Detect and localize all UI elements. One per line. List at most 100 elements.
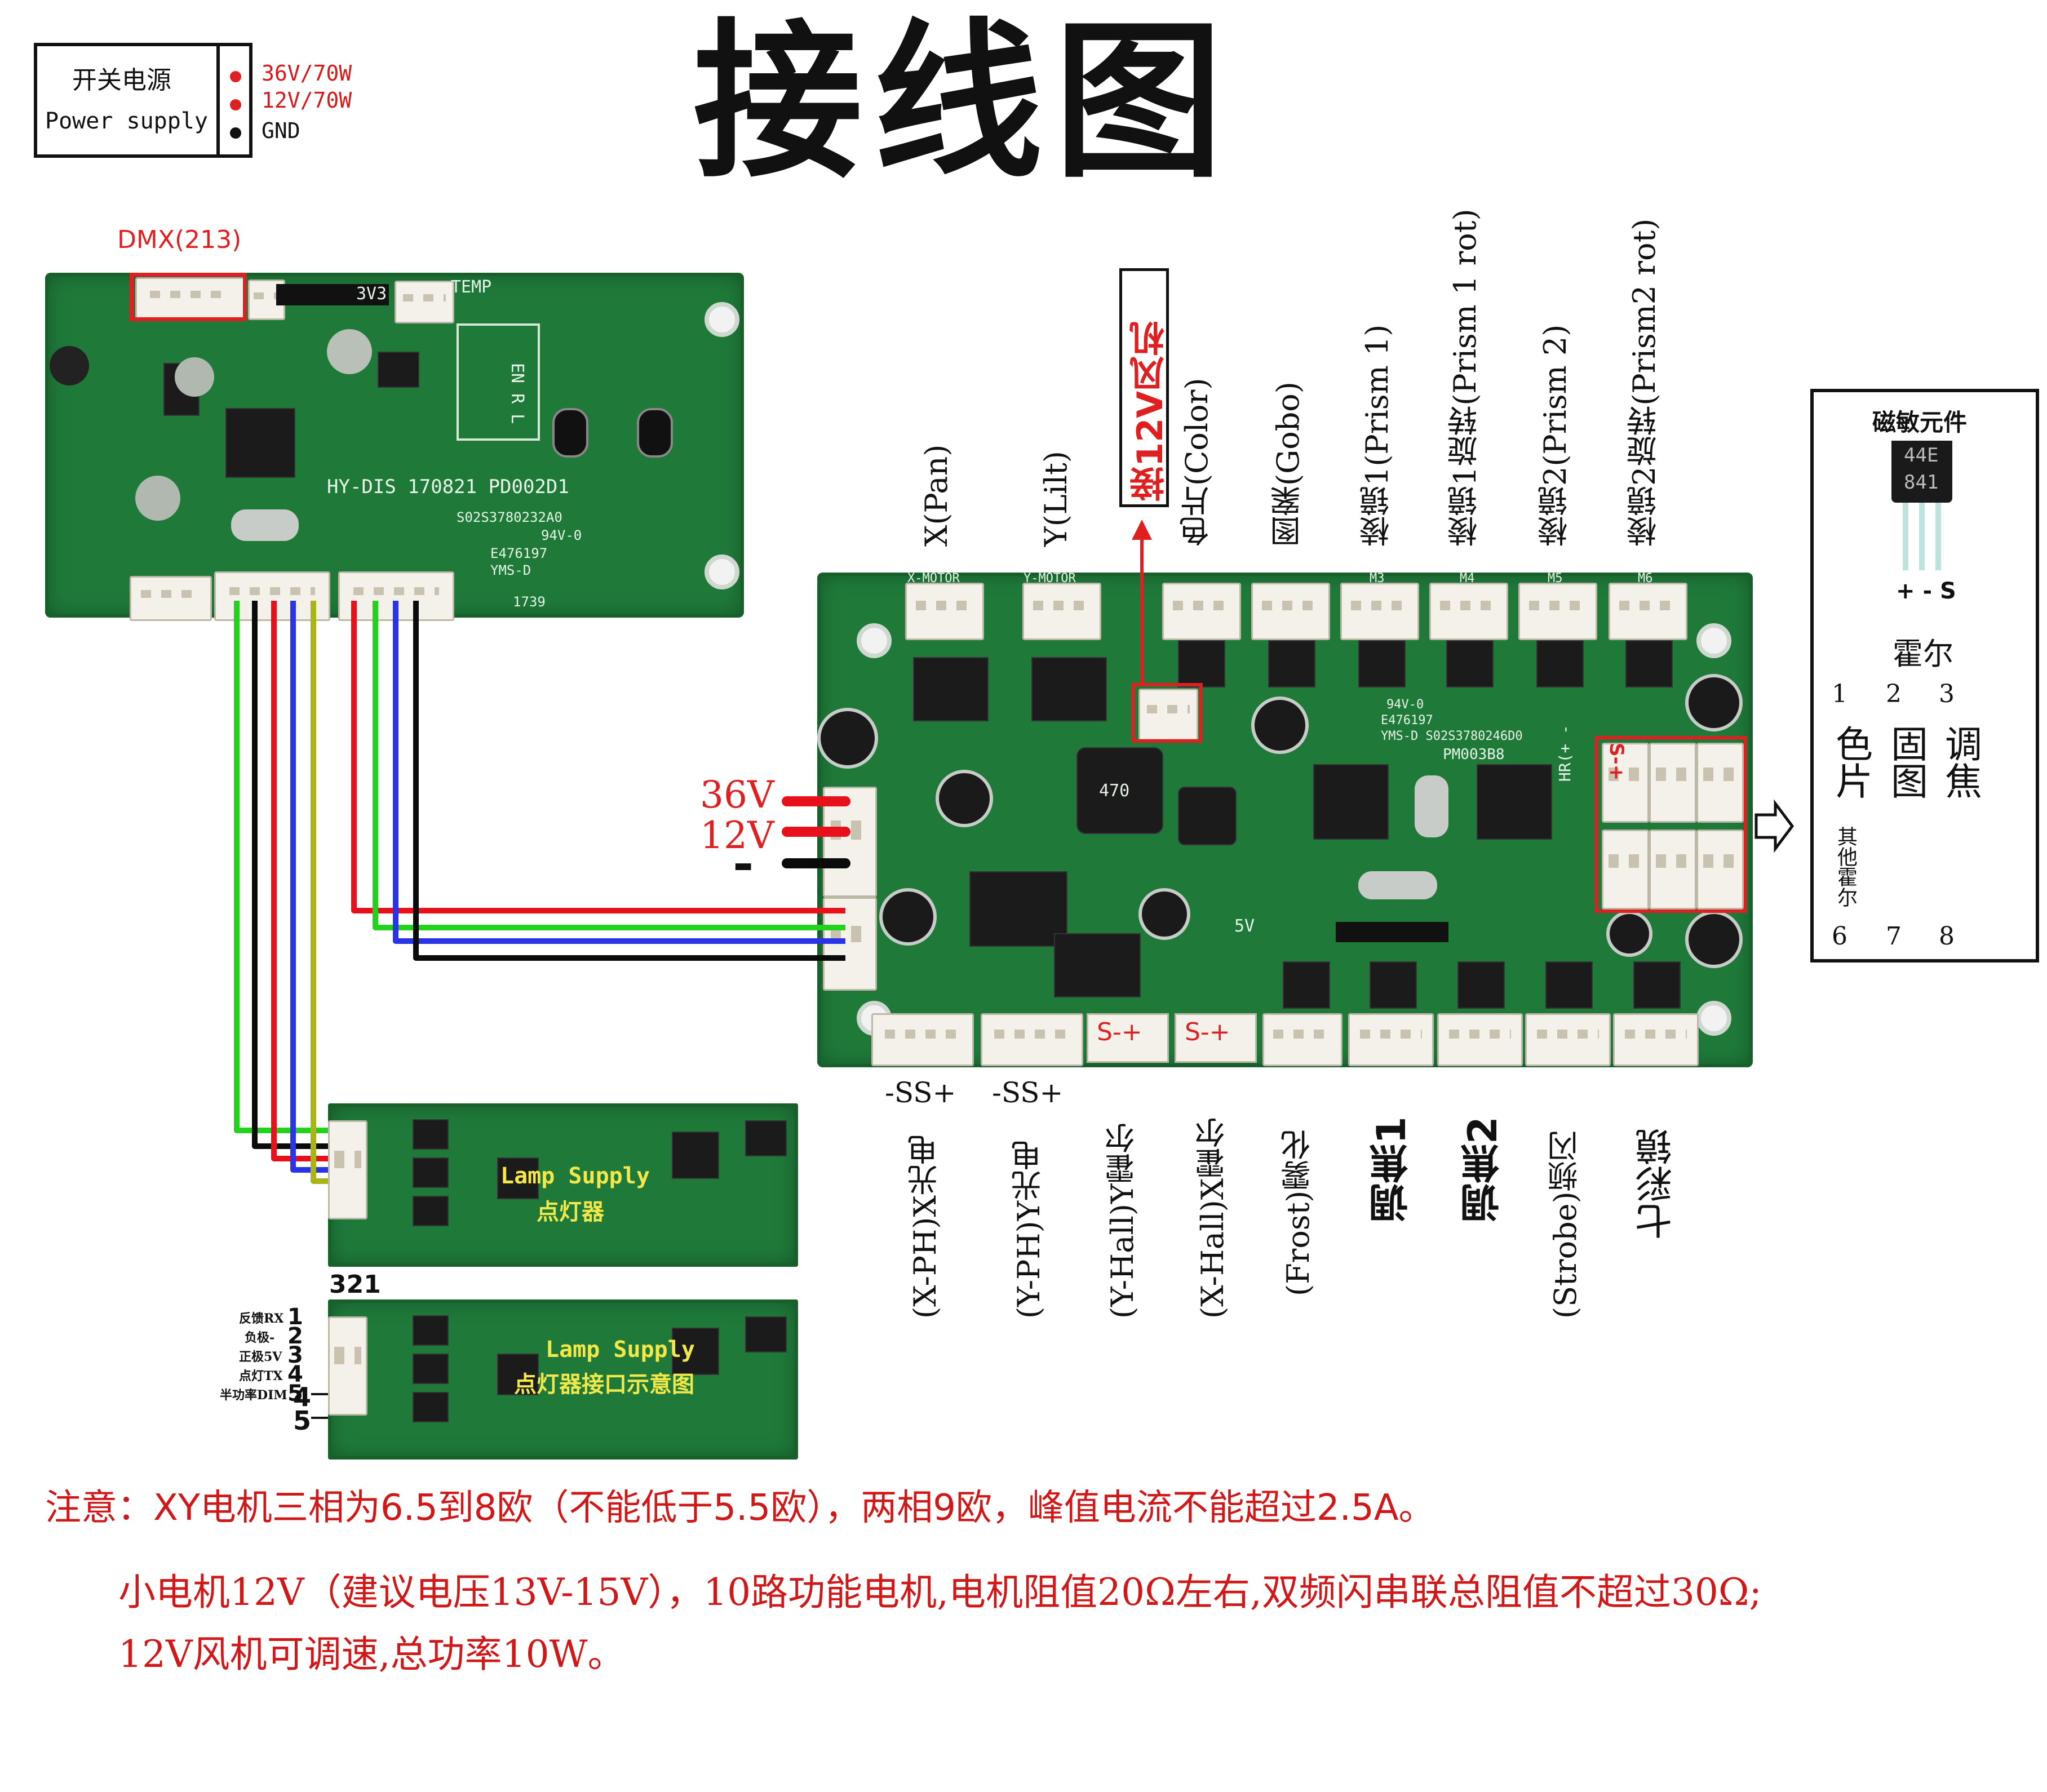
hall-chip-line-2: 841 [1904, 471, 1939, 494]
main-board-text-5v: 5V [1234, 916, 1255, 936]
dmx-speaker [50, 346, 89, 385]
dmx-board-text-date: 1739 [513, 594, 546, 610]
connector-fan [1138, 689, 1198, 740]
lamp-supply-board-2: Lamp Supply 点灯器接口示意图 [328, 1299, 798, 1460]
dmx-board-text-id: HY-DIS 170821 PD002D1 [327, 476, 569, 498]
label-frost: (Frost)雾化 [1281, 1129, 1316, 1296]
lamp-pin-5-name: 半功率DIM [220, 1388, 287, 1403]
label-x-pan: X(Pan) [919, 444, 954, 547]
connector-x-hall [1175, 1013, 1257, 1063]
connector-strobe [1525, 1013, 1611, 1066]
lamp-pin-1-num: 1 [287, 1304, 303, 1330]
fan-arrow-head [1132, 520, 1152, 540]
power-output-12v: 12V/70W [262, 88, 352, 113]
hall-other-label: 其他霍尔 [1834, 826, 1857, 907]
lamp-pin-3-num: 3 [287, 1342, 303, 1368]
hall-connector-mark: S-+ [1605, 743, 1628, 781]
lamp-pin-3-name: 正极5V [239, 1350, 282, 1364]
power-supply-box: 开关电源 Power supply [34, 43, 252, 158]
lamp-pin-5-num: 5 [287, 1381, 303, 1407]
wire-olive-lamp [311, 601, 333, 1184]
connector-m3 [1340, 583, 1419, 640]
wire-green-lamp [234, 601, 333, 1133]
wire-blue-lamp [290, 601, 333, 1173]
hall-arrow-icon [1754, 799, 1795, 853]
inductor [1076, 747, 1163, 834]
lamp-pin-1-name: 反馈RX [239, 1311, 284, 1326]
fan-label-box [1119, 268, 1169, 507]
dmx-label: DMX(213) [117, 225, 242, 254]
lamp-1-text-cn: 点灯器 [537, 1199, 604, 1225]
main-board-text-cert: E476197 [1381, 713, 1433, 728]
dmx-board-text-3v3: 3V3 [356, 284, 387, 304]
output-dot-36v [230, 71, 241, 82]
connector-m4 [1429, 583, 1508, 640]
hall-sensor-box: 磁敏元件 44E 841 + - S 霍尔 1 2 3 色片 固图 调焦 其他霍… [1810, 389, 2039, 962]
hall-connector-2 [1649, 743, 1696, 823]
connector-m2 [1251, 583, 1330, 640]
lamp-2-text-en: Lamp Supply [546, 1337, 695, 1363]
main-board-text-model: PM003B8 [1443, 746, 1505, 763]
label-prism-1-rot: 棱镜1旋转(Prism 1 rot) [1447, 209, 1483, 547]
connector-focus-2 [1437, 1013, 1523, 1066]
wire-red-signal [351, 601, 845, 913]
page-title: 接线图 [693, 2, 1234, 201]
lamp-pins-top: 321 [329, 1270, 381, 1299]
connector-x-hall-mark: S-+ [1185, 1018, 1230, 1046]
lamp-pin-2-num: 2 [287, 1323, 303, 1349]
main-board-text-rating: 94V-0 [1386, 698, 1424, 712]
main-board-text-serial: YMS-D S02S3780246D0 [1381, 729, 1523, 743]
hall-label: 霍尔 [1893, 636, 1953, 672]
hall-connector-3 [1696, 743, 1744, 823]
label-36v: 36V [700, 773, 774, 817]
connector-y-hall-mark: S-+ [1097, 1018, 1142, 1046]
wire-black-signal [413, 601, 845, 961]
dmx-board-text-en: EN R L [507, 363, 527, 424]
hall-pin-3: 3 [1939, 680, 1955, 708]
connector-m5 [1518, 583, 1597, 640]
hall-connector-8 [1696, 830, 1744, 910]
lamp-connector-2 [328, 1316, 367, 1416]
power-supply-label-cn: 开关电源 [72, 66, 171, 95]
label-x-hall: (X-Hall)X霍尔 [1195, 1117, 1230, 1319]
label-y-ph: (Y-PH)Y光电 [1011, 1139, 1047, 1319]
connector-y-ph [981, 1013, 1083, 1066]
dmx-board-text-temp: TEMP [451, 277, 492, 297]
label-x-ph: (X-PH)X光电 [907, 1134, 943, 1319]
hall-sensor-title: 磁敏元件 [1872, 409, 1968, 436]
lamp-pin-4-name: 点灯TX [239, 1369, 283, 1383]
connector-frost [1262, 1013, 1342, 1066]
label-prism-2-rot: 棱镜2旋转(Prism2 rot) [1627, 218, 1662, 547]
wire-black-lamp [252, 601, 333, 1149]
hall-pin-7: 7 [1886, 922, 1902, 951]
hall-connector-1 [1602, 743, 1649, 823]
output-dot-12v [230, 99, 241, 110]
main-board-text-x-motor: X-MOTOR [907, 571, 960, 585]
wire-green-signal [373, 601, 845, 930]
label-12v: 12V [700, 814, 774, 857]
label-y-hall: (Y-Hall)Y霍尔 [1105, 1123, 1140, 1319]
label-strobe: (Strobe)频闪 [1548, 1130, 1583, 1319]
label-y-lilt: Y(Lilt) [1038, 451, 1074, 547]
hall-pin-6: 6 [1832, 922, 1847, 951]
connector-rainbow [1613, 1013, 1699, 1066]
hall-col-focus: 调焦 [1939, 725, 1982, 799]
wire-blue-signal [393, 601, 845, 944]
note-line-1: 注意：XY电机三相为6.5到8欧（不能低于5.5欧），两相9欧，峰值电流不能超过… [45, 1487, 1435, 1529]
ss-label-y: -SS+ [992, 1076, 1064, 1109]
lamp-2-text-cn: 点灯器接口示意图 [514, 1372, 694, 1398]
connector-x-ph [871, 1013, 974, 1066]
connector-m1 [1162, 583, 1241, 640]
main-board-text-m5: M5 [1548, 571, 1563, 585]
hall-col-gobo: 固图 [1885, 725, 1928, 799]
hall-pin-1: 1 [1832, 680, 1847, 708]
label-rainbow: 七彩镜 [1635, 1128, 1678, 1240]
hall-pins-label: + - S [1896, 578, 1956, 604]
main-mcu-1 [1313, 764, 1389, 840]
label-focus-1: 调焦1 [1368, 1116, 1415, 1223]
dmx-board-text-rating: 94V-0 [541, 527, 582, 543]
hall-connector-7 [1649, 830, 1696, 910]
note-line-2: 小电机12V（建议电压13V-15V），10路功能电机,电机阻值20Ω左右,双频… [118, 1571, 1762, 1614]
fan-connector-highlight [1132, 683, 1203, 743]
lamp-supply-board-1: Lamp Supply 点灯器 [328, 1103, 798, 1267]
